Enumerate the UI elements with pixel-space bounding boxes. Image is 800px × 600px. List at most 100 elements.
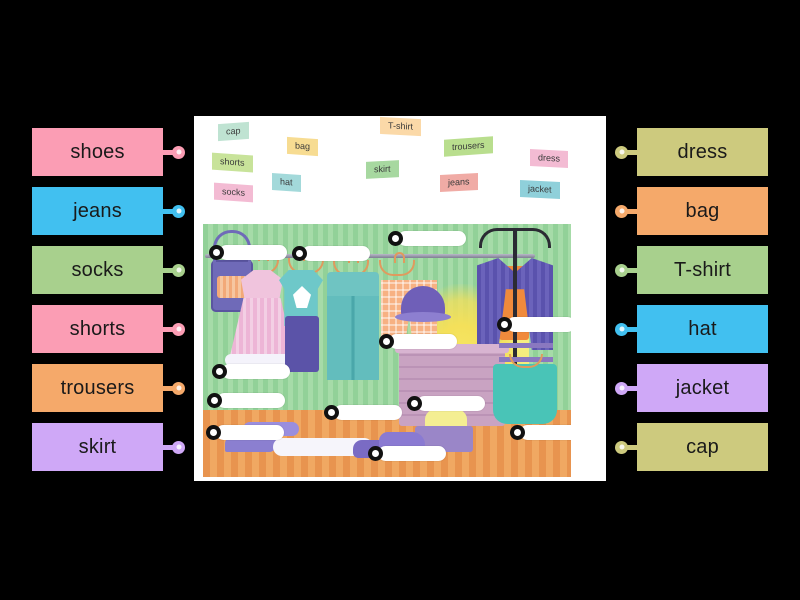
- bag-flap: [217, 276, 247, 298]
- drop-target-marker[interactable]: [209, 245, 224, 260]
- word-bank-item-skirt: skirt: [366, 160, 399, 179]
- label-chip-socks[interactable]: socks: [32, 246, 185, 294]
- label-connector: [163, 440, 185, 454]
- drop-slot[interactable]: [222, 364, 290, 379]
- word-bank-item-shorts: shorts: [212, 152, 253, 173]
- connector-knob[interactable]: [615, 322, 628, 336]
- label-connector: [615, 322, 637, 336]
- drop-slot[interactable]: [378, 446, 446, 461]
- connector-stem: [621, 326, 637, 332]
- jeans-legs: [327, 296, 379, 380]
- connector-stem: [163, 149, 179, 155]
- connector-knob[interactable]: [172, 263, 185, 277]
- jeans-illustration: [327, 272, 379, 298]
- label-chip-cap[interactable]: cap: [615, 423, 768, 471]
- label-chip-shoes[interactable]: shoes: [32, 128, 185, 176]
- label-connector: [163, 145, 185, 159]
- drop-target-marker[interactable]: [324, 405, 339, 420]
- drop-target-marker[interactable]: [407, 396, 422, 411]
- drop-target-marker[interactable]: [379, 334, 394, 349]
- label-chip-shorts[interactable]: shorts: [32, 305, 185, 353]
- label-chip-dress[interactable]: dress: [615, 128, 768, 176]
- clothes-rail: [205, 254, 535, 258]
- word-bank-item-jacket: jacket: [520, 179, 560, 200]
- label-chip-text: jacket: [675, 377, 730, 399]
- drop-slot[interactable]: [507, 317, 571, 332]
- connector-knob[interactable]: [615, 204, 628, 218]
- label-chip-text: socks: [71, 259, 124, 281]
- connector-knob[interactable]: [615, 440, 628, 454]
- shoes-illustration-2: [379, 432, 425, 450]
- connector-stem: [163, 208, 179, 214]
- word-bank-item-bag: bag: [287, 136, 319, 157]
- connector-knob[interactable]: [615, 263, 628, 277]
- connector-knob[interactable]: [172, 322, 185, 336]
- connector-knob[interactable]: [172, 145, 185, 159]
- drop-slot[interactable]: [219, 245, 287, 260]
- label-connector: [615, 381, 637, 395]
- wardrobe-illustration: [203, 224, 571, 477]
- label-chip-jeans[interactable]: jeans: [32, 187, 185, 235]
- label-connector: [163, 381, 185, 395]
- label-connector: [163, 204, 185, 218]
- label-chip-hat[interactable]: hat: [615, 305, 768, 353]
- drop-slot[interactable]: [398, 231, 466, 246]
- green-dress-illustration: [493, 364, 557, 424]
- drop-slot[interactable]: [389, 334, 457, 349]
- drop-target-marker[interactable]: [206, 425, 221, 440]
- word-bank-item-dress: dress: [530, 149, 569, 168]
- drop-target-marker[interactable]: [207, 393, 222, 408]
- drop-target-marker[interactable]: [510, 425, 525, 440]
- dress-hem: [225, 354, 299, 366]
- tshirt-print: [293, 286, 311, 308]
- connector-knob[interactable]: [615, 145, 628, 159]
- drop-target-marker[interactable]: [497, 317, 512, 332]
- label-chip-trousers[interactable]: trousers: [32, 364, 185, 412]
- label-chip-text: cap: [686, 436, 719, 458]
- word-bank-item-t-shirt: T-shirt: [380, 116, 422, 137]
- connector-knob[interactable]: [615, 381, 628, 395]
- connector-stem: [163, 267, 179, 273]
- connector-knob[interactable]: [172, 440, 185, 454]
- label-chip-text: shoes: [70, 141, 125, 163]
- word-bank-item-socks: socks: [214, 182, 254, 203]
- label-chip-jacket[interactable]: jacket: [615, 364, 768, 412]
- word-bank-item-cap: cap: [218, 121, 249, 142]
- label-chip-text: T-shirt: [674, 259, 731, 281]
- drop-slot[interactable]: [417, 396, 485, 411]
- word-bank-item-jeans: jeans: [440, 173, 478, 192]
- label-chip-t-shirt[interactable]: T-shirt: [615, 246, 768, 294]
- label-chip-text: hat: [688, 318, 717, 340]
- label-chip-text: shorts: [69, 318, 126, 340]
- connector-stem: [621, 208, 637, 214]
- label-connector: [615, 440, 637, 454]
- drop-slot[interactable]: [520, 425, 571, 440]
- connector-knob[interactable]: [172, 204, 185, 218]
- white-cloth-floor: [273, 438, 373, 456]
- drop-target-marker[interactable]: [388, 231, 403, 246]
- label-connector: [615, 145, 637, 159]
- label-connector: [615, 204, 637, 218]
- drop-slot[interactable]: [302, 246, 370, 261]
- drop-slot[interactable]: [217, 393, 285, 408]
- label-chip-text: jeans: [73, 200, 122, 222]
- dress-illustration: [241, 270, 283, 302]
- label-chip-bag[interactable]: bag: [615, 187, 768, 235]
- connector-stem: [621, 385, 637, 391]
- coat-stand-hook-right: [515, 228, 551, 248]
- connector-knob[interactable]: [172, 381, 185, 395]
- drop-target-marker[interactable]: [212, 364, 227, 379]
- drop-slot[interactable]: [216, 425, 284, 440]
- drop-target-marker[interactable]: [292, 246, 307, 261]
- label-chip-skirt[interactable]: skirt: [32, 423, 185, 471]
- drop-slot[interactable]: [334, 405, 402, 420]
- label-chip-text: skirt: [78, 436, 117, 458]
- connector-stem: [163, 326, 179, 332]
- label-chip-text: trousers: [60, 377, 135, 399]
- drop-target-marker[interactable]: [368, 446, 383, 461]
- label-connector: [615, 263, 637, 277]
- label-connector: [163, 322, 185, 336]
